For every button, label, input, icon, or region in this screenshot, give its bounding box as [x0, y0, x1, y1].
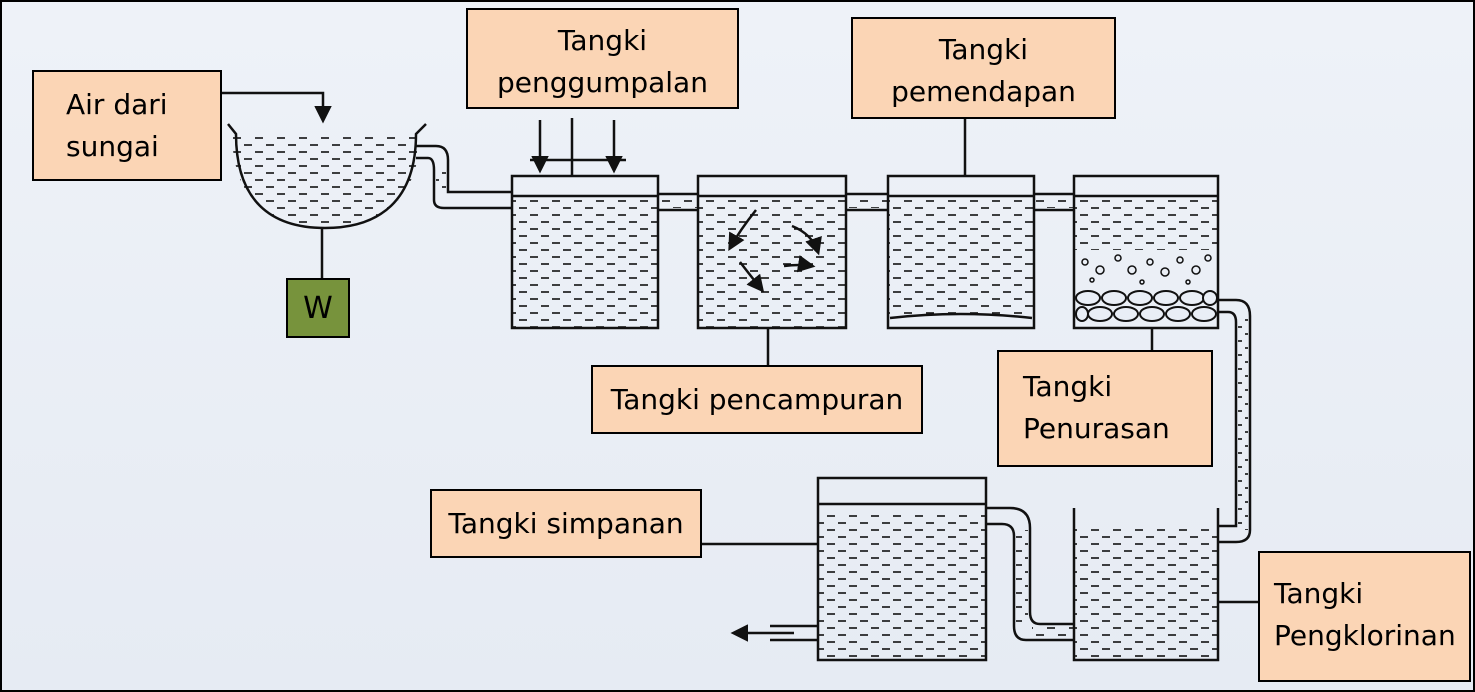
tank-penggumpalan-water [512, 200, 658, 328]
river-reservoir [227, 123, 427, 230]
outlet-pipe [416, 144, 512, 194]
label-tangki-pengklorinan: Tangki Pengklorinan [1258, 551, 1471, 682]
tank-pencampuran [696, 174, 848, 330]
tank-penggumpalan [510, 174, 660, 330]
tank-pemendapan [886, 174, 1036, 330]
tank-pengklorinan-water [1074, 524, 1218, 660]
label-tangki-simpanan: Tangki simpanan [430, 489, 702, 558]
label-air-dari-sungai: Air dari sungai [32, 70, 222, 181]
tank-penurasan-water [1074, 200, 1218, 250]
filter-outlet-pipe [1218, 298, 1252, 544]
tank-pemendapan-water [888, 200, 1034, 314]
sediment-layer [889, 312, 1033, 320]
label-w: W [286, 278, 350, 338]
tank-simpanan [816, 476, 988, 662]
tank-simpanan-water [818, 510, 986, 660]
label-tangki-penggumpalan: Tangki penggumpalan [466, 8, 739, 109]
tank-penurasan [1072, 174, 1220, 330]
inflow-arrow [222, 91, 332, 124]
transfer-pipe [986, 506, 1074, 626]
gravel-layer [1075, 290, 1218, 322]
tank-pengklorinan [1072, 508, 1220, 662]
sand-layer [1081, 254, 1212, 285]
label-tangki-penurasan: Tangki Penurasan [997, 350, 1213, 467]
river-reservoir-water [232, 132, 420, 228]
label-tangki-pemendapan: Tangki pemendapan [851, 17, 1116, 119]
mixing-swirl [728, 209, 822, 293]
label-tangki-pencampuran: Tangki pencampuran [591, 365, 923, 434]
tank-pencampuran-water [698, 200, 846, 328]
